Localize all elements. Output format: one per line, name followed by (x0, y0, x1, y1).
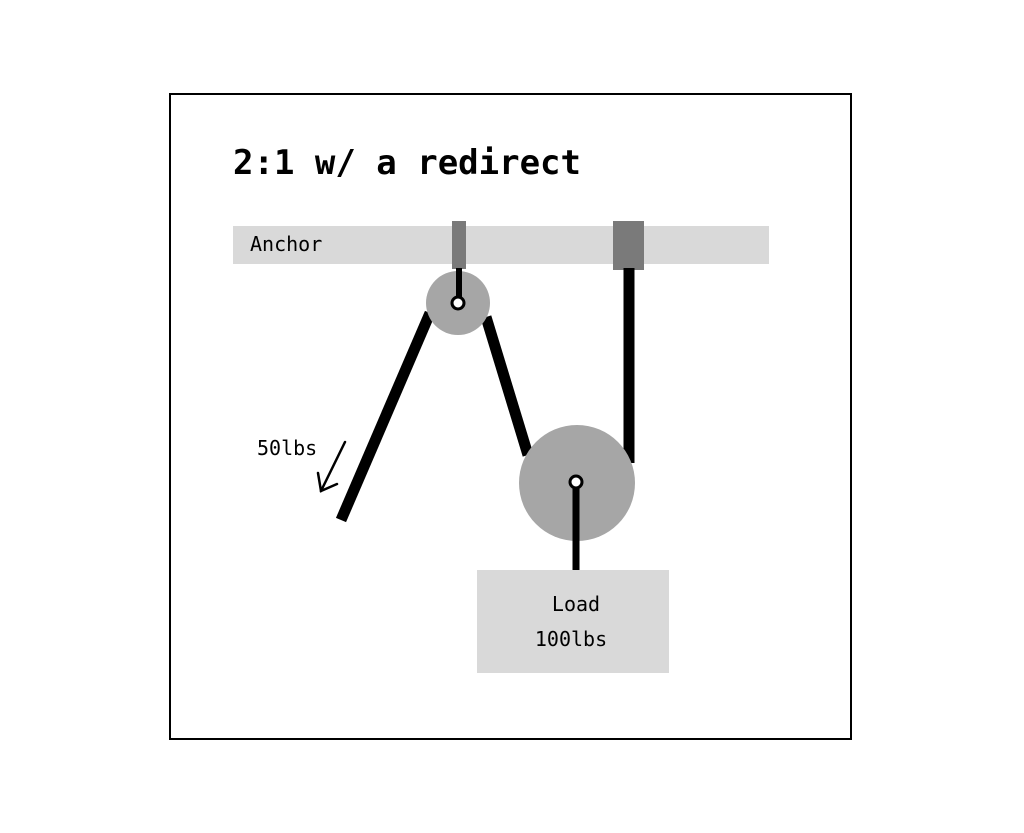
load-weight: 100lbs (535, 627, 607, 651)
load-label: Load (552, 592, 600, 616)
load-pulley-axle (568, 474, 584, 490)
redirect-pulley-axle (450, 295, 466, 311)
anchor-bar (233, 226, 769, 264)
diagram-title: 2:1 w/ a redirect (233, 143, 581, 183)
pull-force-label: 50lbs (257, 436, 317, 460)
anchor-label: Anchor (250, 232, 322, 256)
load-box (477, 570, 669, 673)
rope-anchor-mount (613, 221, 644, 270)
redirect-anchor-mount (452, 221, 466, 269)
down-arrow-icon (316, 440, 347, 493)
pull-rope (335, 310, 436, 523)
rope-between-pulleys (480, 315, 534, 457)
